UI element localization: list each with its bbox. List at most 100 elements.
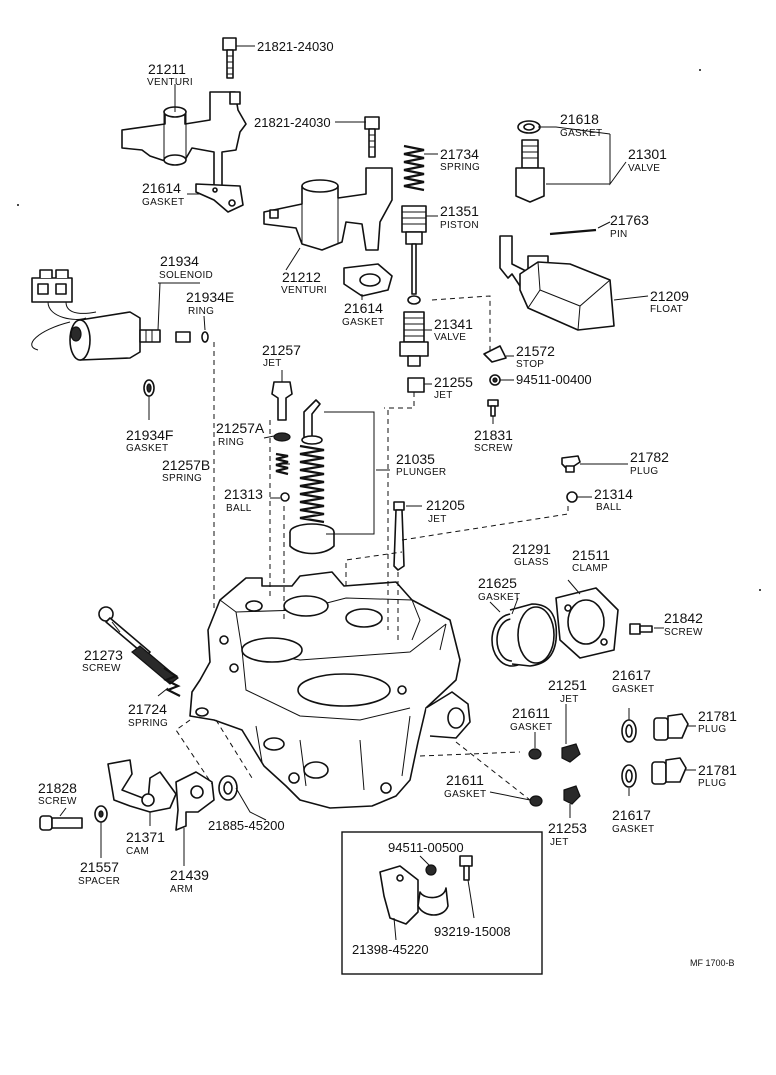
inset-box bbox=[341, 831, 543, 975]
label-21314-number: 21314 bbox=[594, 486, 633, 502]
label-21734-name: SPRING bbox=[440, 162, 480, 173]
float-21209-drawing bbox=[499, 235, 615, 331]
label-21211-number: 21211 bbox=[148, 61, 186, 77]
label-21934-name: SOLENOID bbox=[159, 270, 213, 281]
gasket-21611-upper-drawing bbox=[528, 748, 542, 760]
label-21934E-name: RING bbox=[188, 306, 214, 317]
label-21724-number: 21724 bbox=[128, 701, 167, 717]
spring-21734-drawing bbox=[403, 144, 425, 192]
label-21934F-number: 21934F bbox=[126, 427, 173, 443]
leader-lines bbox=[59, 45, 696, 941]
label-21831-name: SCREW bbox=[474, 443, 513, 454]
label-21557-number: 21557 bbox=[80, 859, 119, 875]
jet-21253-drawing bbox=[563, 785, 581, 805]
label-21251-name: JET bbox=[560, 694, 579, 705]
nut-94511-00400-drawing bbox=[489, 374, 501, 386]
label-21842-name: SCREW bbox=[664, 627, 703, 638]
label-21617b-name: GASKET bbox=[612, 824, 654, 835]
label-21614b-name: GASKET bbox=[342, 317, 384, 328]
bolt-21821-middle-drawing bbox=[364, 116, 380, 158]
gasket-21617-upper-drawing bbox=[621, 719, 637, 743]
label-21617a-number: 21617 bbox=[612, 667, 651, 683]
carburetor-body-drawing bbox=[189, 571, 471, 809]
label-21251-number: 21251 bbox=[548, 677, 587, 693]
arm-21439-drawing bbox=[175, 771, 215, 831]
label-21617b-number: 21617 bbox=[612, 807, 651, 823]
ring-21257A-drawing bbox=[273, 432, 291, 442]
label-21821-top-number: 21821-24030 bbox=[257, 39, 334, 54]
label-94511-00400-number: 94511-00400 bbox=[516, 372, 592, 387]
gasket-21618-drawing bbox=[517, 120, 541, 134]
label-21313-name: BALL bbox=[226, 503, 252, 514]
label-21439-name: ARM bbox=[170, 884, 193, 895]
label-21257-number: 21257 bbox=[262, 342, 301, 358]
label-21614a-number: 21614 bbox=[142, 180, 181, 196]
diagram-reference-code: MF 1700-B bbox=[690, 958, 735, 968]
venturi-21211-drawing bbox=[121, 91, 247, 187]
label-21439-number: 21439 bbox=[170, 867, 209, 883]
scan-dots bbox=[17, 69, 761, 591]
label-21205-number: 21205 bbox=[426, 497, 465, 513]
label-21625-name: GASKET bbox=[478, 592, 520, 603]
bolt-21821-top-drawing bbox=[222, 37, 237, 79]
label-21255-name: JET bbox=[434, 390, 453, 401]
label-21212-name: VENTURI bbox=[281, 285, 327, 296]
label-21371-name: CAM bbox=[126, 846, 149, 857]
label-21253-number: 21253 bbox=[548, 820, 587, 836]
label-21781b-name: PLUG bbox=[698, 778, 726, 789]
alignment-dashed-lines bbox=[175, 295, 569, 801]
label-21273-name: SCREW bbox=[82, 663, 121, 674]
washer-21885-drawing bbox=[218, 775, 238, 801]
glass-21291-drawing bbox=[509, 603, 558, 667]
gasket-21611-lower-drawing bbox=[529, 795, 543, 807]
gasket-21934F-drawing bbox=[143, 379, 155, 397]
label-21301-name: VALVE bbox=[628, 163, 660, 174]
label-21614a-name: GASKET bbox=[142, 197, 184, 208]
label-21253-name: JET bbox=[550, 837, 569, 848]
plug-21782-drawing bbox=[561, 455, 581, 473]
label-21511-name: CLAMP bbox=[572, 563, 608, 574]
label-21611a-name: GASKET bbox=[510, 722, 552, 733]
solenoid-21934-drawing bbox=[31, 269, 191, 361]
spring-21724-drawing bbox=[163, 667, 181, 697]
label-21572-number: 21572 bbox=[516, 343, 555, 359]
ball-21313-drawing bbox=[280, 492, 290, 502]
label-21885-45200-number: 21885-45200 bbox=[208, 818, 285, 833]
label-21781a-number: 21781 bbox=[698, 708, 737, 724]
label-21255-number: 21255 bbox=[434, 374, 473, 390]
label-21618-number: 21618 bbox=[560, 111, 599, 127]
label-21934F-name: GASKET bbox=[126, 443, 168, 454]
label-21341-name: VALVE bbox=[434, 332, 466, 343]
label-21572-name: STOP bbox=[516, 359, 544, 370]
label-21828-number: 21828 bbox=[38, 780, 77, 796]
label-21257A-number: 21257A bbox=[216, 420, 265, 436]
label-21625-number: 21625 bbox=[478, 575, 517, 591]
ball-21314-drawing bbox=[566, 491, 578, 503]
jet-21251-drawing bbox=[561, 743, 581, 763]
label-21209-number: 21209 bbox=[650, 288, 689, 304]
label-21257A-name: RING bbox=[218, 437, 244, 448]
jet-21255-drawing bbox=[407, 377, 425, 393]
label-21828-name: SCREW bbox=[38, 796, 77, 807]
piston-21351-drawing bbox=[401, 205, 427, 305]
label-21782-name: PLUG bbox=[630, 466, 658, 477]
label-21371-number: 21371 bbox=[126, 829, 165, 845]
label-21934-number: 21934 bbox=[160, 253, 199, 269]
label-21398-45220-number: 21398-45220 bbox=[352, 942, 429, 957]
label-21314-name: BALL bbox=[596, 502, 622, 513]
part-labels: 21821-24030 21211 VENTURI 21821-24030 21… bbox=[38, 39, 737, 968]
label-21763-name: PIN bbox=[610, 229, 628, 240]
plug-21781-upper-drawing bbox=[653, 713, 689, 741]
valve-21341-drawing bbox=[399, 311, 429, 367]
label-21821-middle-number: 21821-24030 bbox=[254, 115, 331, 130]
label-93219-15008-number: 93219-15008 bbox=[434, 924, 511, 939]
label-21734-number: 21734 bbox=[440, 146, 479, 162]
valve-21301-drawing bbox=[515, 139, 545, 203]
label-21205-name: JET bbox=[428, 514, 447, 525]
label-21301-number: 21301 bbox=[628, 146, 667, 162]
label-21557-name: SPACER bbox=[78, 876, 120, 887]
cam-21371-drawing bbox=[107, 759, 177, 813]
label-21617a-name: GASKET bbox=[612, 684, 654, 695]
